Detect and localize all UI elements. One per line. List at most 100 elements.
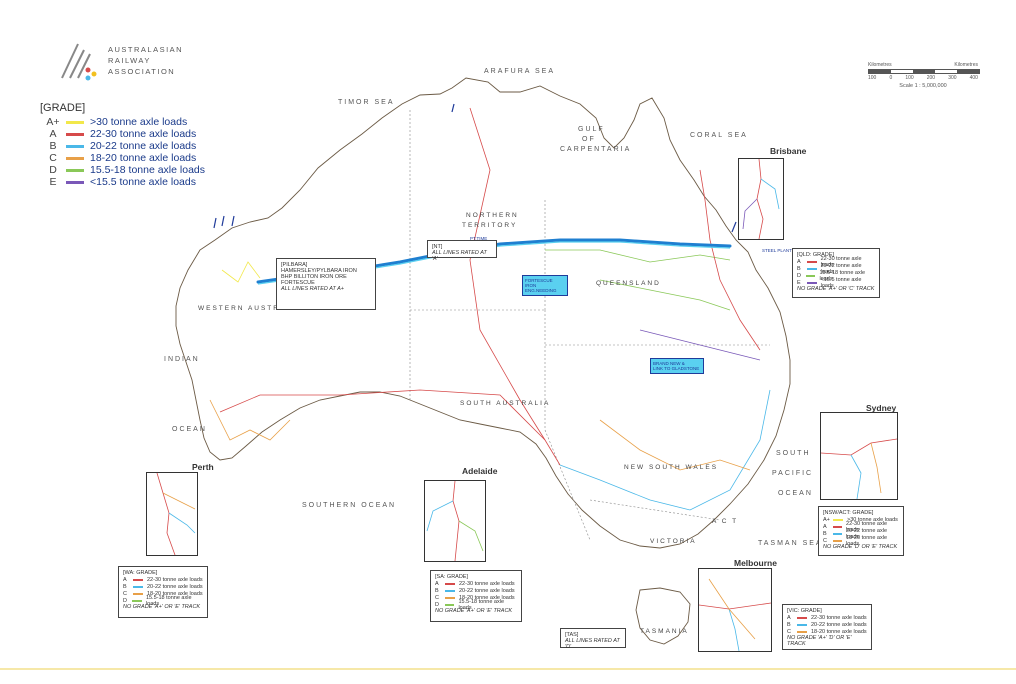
scale-tick: 400 [969, 75, 978, 81]
annotation-pt-time: PT.TIME [470, 236, 488, 241]
sea-label-timor: TIMOR SEA [338, 99, 395, 106]
nsw-grade-row: C 18-20 tonne axle loads [823, 534, 899, 547]
pilbara-line-1: [PILBARA] [281, 262, 308, 268]
legend-label: 22-30 tonne axle loads [90, 128, 197, 140]
grade-swatch [832, 525, 843, 528]
perth-inset [146, 472, 198, 556]
fortescue-line-1: FORTESCUE [525, 278, 553, 283]
grade-label: 22-30 tonne axle loads [147, 576, 203, 583]
grade-code: D [123, 597, 127, 604]
pilbara-line-5: ALL LINES RATED AT A+ [281, 286, 345, 292]
nsw-grade-note: NO GRADE 'D' OR 'E' TRACK [823, 544, 898, 550]
logo-line2: RAILWAY [108, 56, 151, 65]
grade-label: 22-30 tonne axle loads [846, 520, 888, 533]
scale-tick: 100 [868, 75, 877, 81]
fortescue-callout: FORTESCUE IRON ENG.NEEDING [522, 275, 568, 296]
grade-code: A+ [823, 516, 830, 523]
grade-code: C [123, 590, 127, 597]
grade-swatch [832, 539, 843, 542]
grade-code: A [435, 580, 439, 587]
state-borders [409, 110, 770, 541]
legend-code: B [49, 140, 57, 152]
grade-code: C [435, 594, 439, 601]
grade-swatch [445, 596, 455, 599]
grade-label: 15.5-18 tonne axle loads [458, 598, 505, 611]
state-label-sa: SOUTH AUSTRALIA [460, 400, 551, 407]
grade-swatch [133, 585, 143, 588]
grade-label: 20-22 tonne axle loads [820, 262, 862, 275]
grade-label: 22-30 tonne axle loads [820, 255, 862, 268]
qld-grade-row: E <15.5 tonne axle loads [797, 276, 875, 289]
grade-label: >30 tonne axle loads [847, 516, 898, 523]
tas-line-1: [TAS] [565, 632, 579, 638]
legend-item: A+ >30 tonne axle loads [40, 116, 205, 128]
sea-label-gulf-2: OF [582, 136, 596, 143]
sea-label-gulf-3: CARPENTARIA [560, 146, 632, 153]
grade-code: B [435, 587, 439, 594]
grade-label: 20-22 tonne axle loads [147, 583, 203, 590]
brisbane-inset [738, 158, 784, 240]
sea-label-south: SOUTH [776, 450, 811, 457]
pilbara-box: [PILBARA] HAMERSLEY/PYLBARA IRON BHP BIL… [276, 258, 376, 310]
grade-label: <15.5 tonne axle loads [820, 276, 862, 289]
sea-label-tasman: TASMAN SEA [758, 540, 823, 547]
sea-label-arafura: ARAFURA SEA [484, 68, 556, 75]
tas-box: [TAS] ALL LINES RATED AT 'D' [560, 628, 626, 650]
grade-label: 18-20 tonne axle loads [846, 534, 888, 547]
grade-swatch [445, 582, 455, 585]
legend-code: D [49, 164, 57, 176]
state-label-qld: QUEENSLAND [596, 280, 661, 287]
sea-label-indian-1: INDIAN [164, 356, 200, 363]
logo-line3: ASSOCIATION [108, 67, 176, 76]
scale-tick: 300 [948, 75, 957, 81]
wa-grade-note: NO GRADE 'A+' OR 'E' TRACK [123, 604, 201, 610]
adelaide-inset [424, 480, 486, 562]
grade-swatch [806, 260, 817, 263]
scale-tick: 200 [926, 75, 936, 81]
scale-units-left: Kilometres [868, 62, 892, 68]
state-label-wa: WESTERN AUSTRALIA [198, 305, 303, 312]
sa-grade-row: B 20-22 tonne axle loads [435, 587, 517, 594]
grade-label: 22-30 tonne axle loads [459, 580, 515, 587]
brand-new-callout: BRAND NEW & LINK TO GLADSTONE [650, 358, 704, 374]
sa-grade-row: A 22-30 tonne axle loads [435, 580, 517, 587]
grade-code: C [787, 628, 791, 635]
qld-grade-title: [QLD: GRADE] [797, 252, 834, 258]
legend-code: A+ [46, 116, 60, 128]
grade-swatch [797, 623, 807, 626]
grade-code: E [797, 279, 801, 286]
legend-label: 18-20 tonne axle loads [90, 152, 197, 164]
grade-code: B [123, 583, 127, 590]
annotation-steel: STEEL PLANTS [762, 248, 795, 253]
legend-label: >30 tonne axle loads [90, 116, 188, 128]
wa-grade-title: [WA: GRADE] [123, 570, 158, 576]
grade-code: C [823, 537, 827, 544]
sea-label-southern: SOUTHERN OCEAN [302, 502, 397, 509]
grade-label: 22-30 tonne axle loads [811, 614, 867, 621]
grade-code: A [787, 614, 791, 621]
scale-label: Scale 1 : 5,000,000 [899, 83, 947, 89]
state-label-nt-1: NORTHERN [466, 212, 519, 219]
grade-label: 20-22 tonne axle loads [459, 587, 515, 594]
grade-label: 18-20 tonne axle loads [811, 628, 867, 635]
grade-swatch [445, 589, 455, 592]
adelaide-inset-map [426, 480, 484, 562]
melbourne-inset-map [698, 578, 772, 652]
grade-swatch [132, 599, 142, 602]
grade-swatch [833, 518, 843, 521]
fortescue-line-2: IRON [525, 283, 537, 288]
wa-grade-row: B 20-22 tonne axle loads [123, 583, 203, 590]
ara-logo: AUSTRALASIAN RAILWAY ASSOCIATION [58, 40, 182, 89]
legend-label: 20-22 tonne axle loads [90, 140, 197, 152]
sea-label-coral: CORAL SEA [690, 132, 748, 139]
legend-header: [GRADE] [40, 102, 86, 114]
